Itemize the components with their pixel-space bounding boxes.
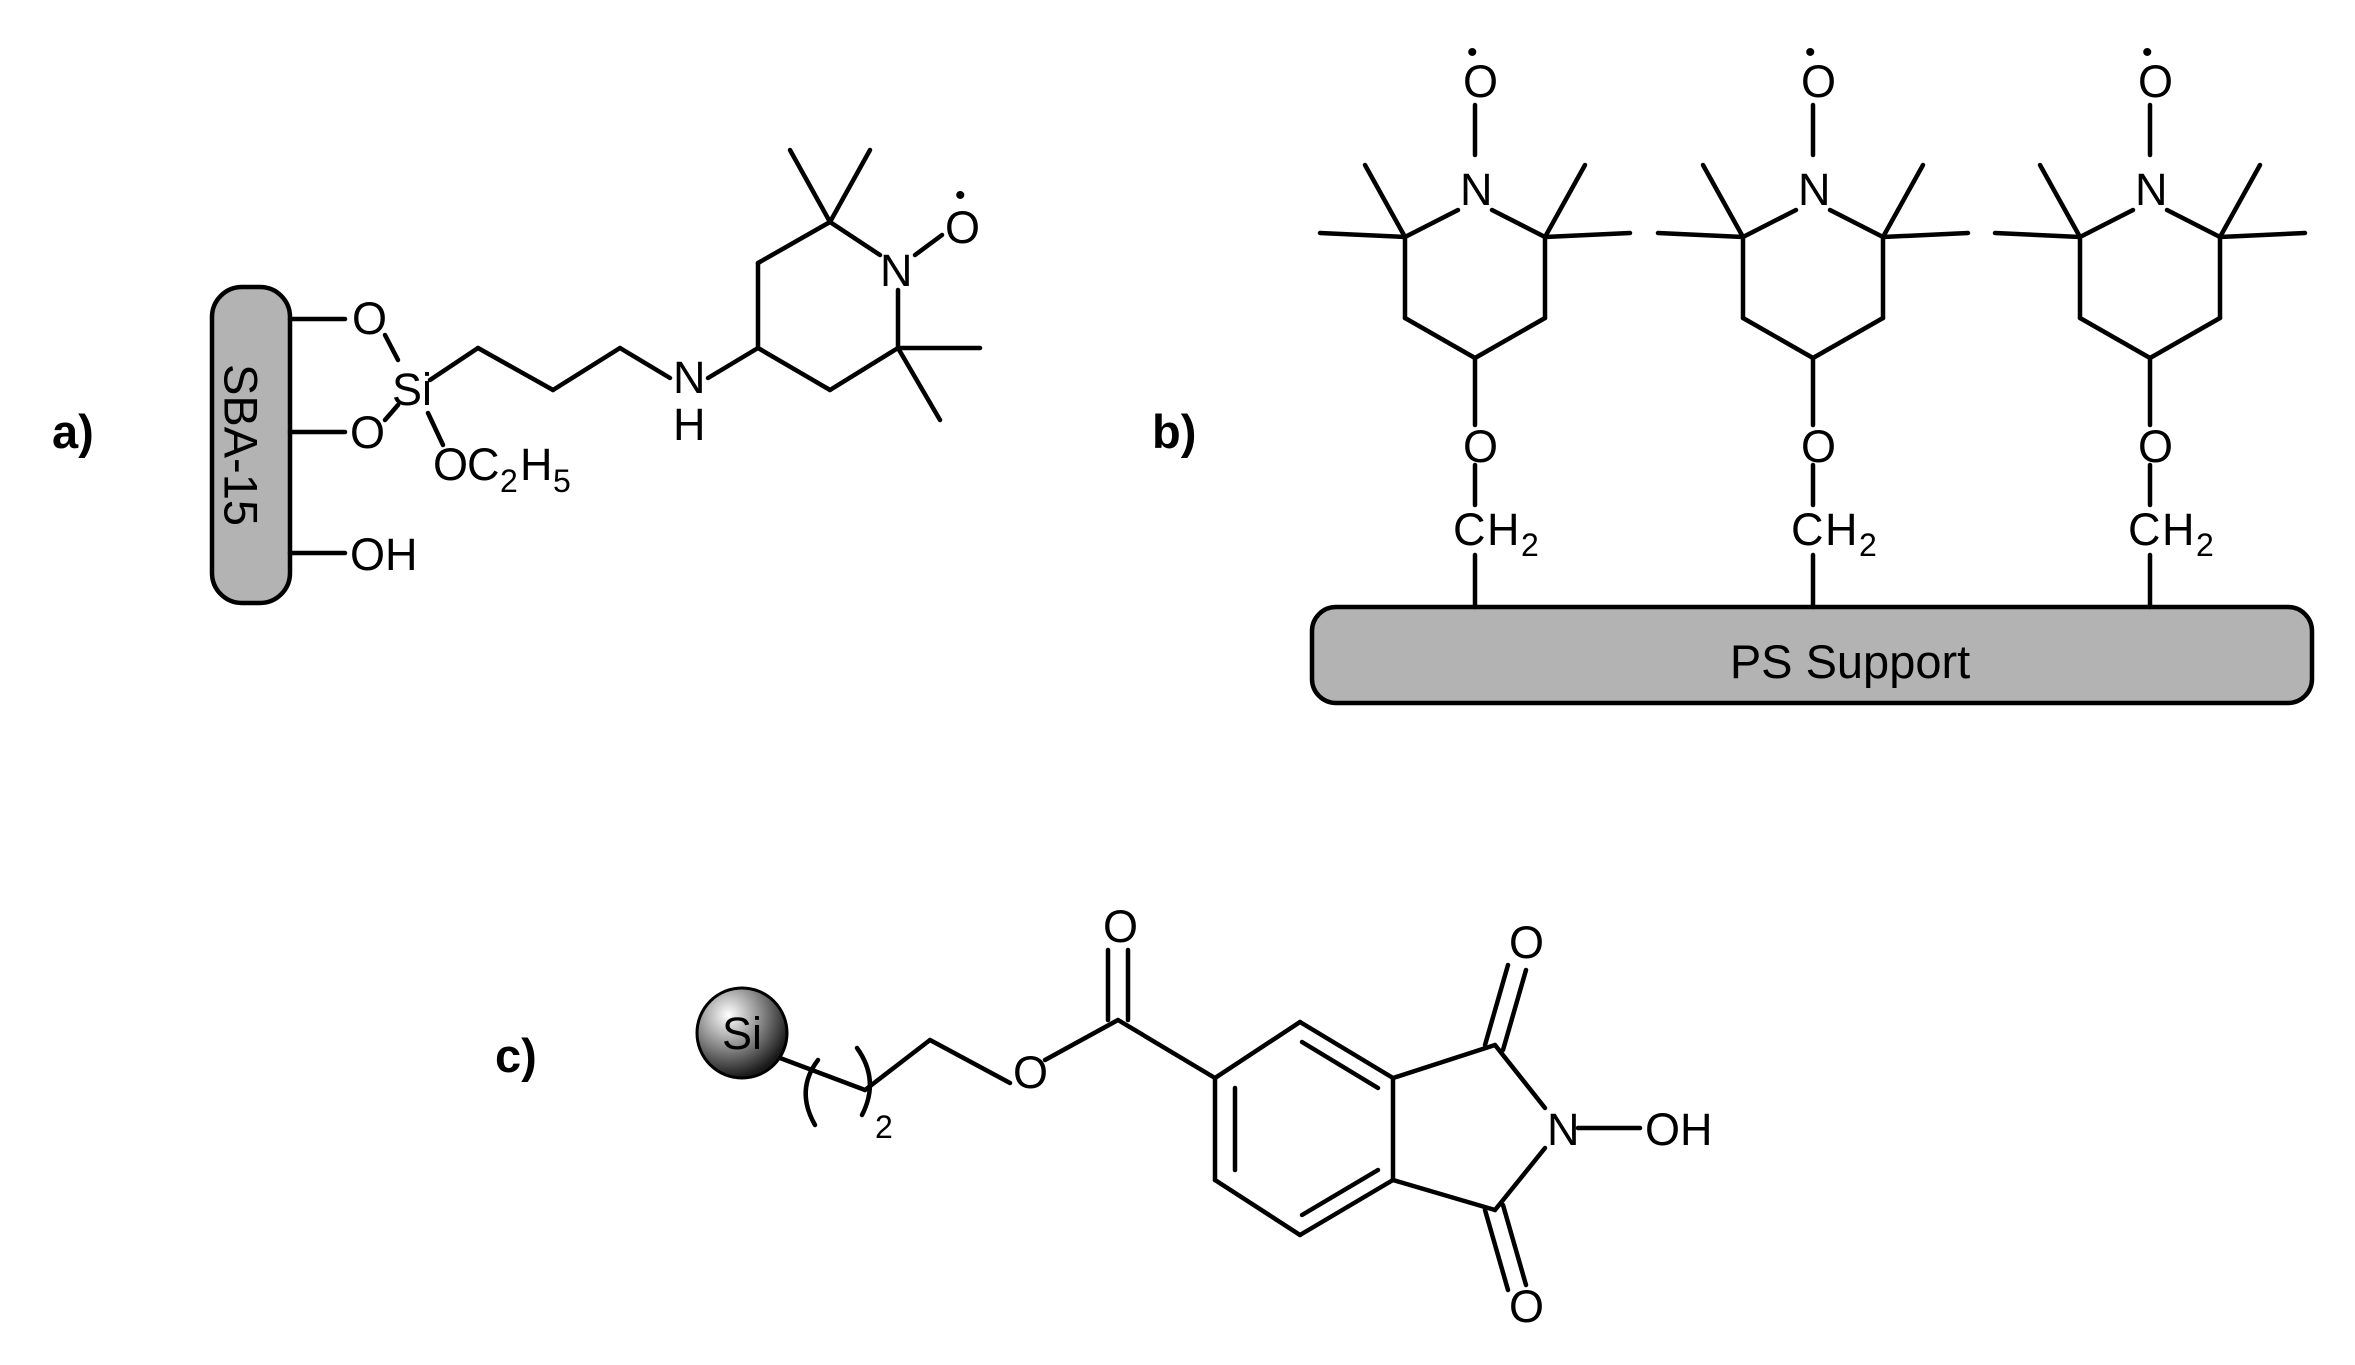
atom-o-top: O: [2138, 56, 2173, 107]
radical-dot-b1: •: [1467, 36, 1478, 69]
radical-dot-b2: •: [1805, 36, 1816, 69]
silica-sphere-label: Si: [722, 1008, 762, 1059]
atom-o-link: O: [1801, 421, 1836, 472]
panel-c: c) Si: [495, 901, 1713, 1332]
ch2-h: H: [2162, 504, 2195, 555]
ch2-subscript: 2: [2196, 527, 2214, 563]
atom-n: N: [1798, 164, 1831, 215]
atom-o-lower: O: [350, 407, 385, 458]
atom-o-upper: O: [352, 293, 387, 344]
tempo-unit-2: O • N O C H 2: [1655, 36, 1971, 610]
atom-n: N: [1460, 164, 1493, 215]
ch2-h: H: [1487, 504, 1520, 555]
tempo-unit-3: O • N O C H 2: [1992, 36, 2308, 610]
radical-dot-b3: •: [2142, 36, 2153, 69]
ch2-c: C: [1791, 504, 1824, 555]
panel-a-bonds: [287, 147, 983, 556]
atom-imide-n: N: [1547, 1104, 1580, 1155]
atom-o-top: O: [1801, 56, 1836, 107]
sba15-support: [209, 284, 293, 606]
panel-b-label: b): [1152, 405, 1196, 458]
panel-a: a) SBA-15: [52, 147, 983, 606]
atom-carbonyl-o: O: [1103, 901, 1138, 952]
tempo-unit-1-bonds: [1317, 102, 1633, 610]
ch2-c: C: [1453, 504, 1486, 555]
ethoxy-c-subscript: 2: [500, 463, 518, 499]
ch2-c: C: [2128, 504, 2161, 555]
atom-amine-n: N: [673, 352, 706, 403]
atom-o-top: O: [1463, 56, 1498, 107]
sba15-label: SBA-15: [215, 364, 268, 526]
atom-o-link: O: [1463, 421, 1498, 472]
silica-sphere: [695, 986, 789, 1080]
tempo-unit-2-bonds: [1655, 102, 1971, 610]
atom-n: N: [2135, 164, 2168, 215]
atom-imide-o-bottom: O: [1509, 1281, 1544, 1332]
atom-oh: OH: [350, 529, 418, 580]
radical-dot-a: •: [955, 179, 966, 212]
atom-nitroxyl-o: O: [945, 202, 980, 253]
ethoxy-h: H: [520, 439, 553, 490]
atom-amine-h: H: [673, 399, 706, 450]
atom-o-link: O: [2138, 421, 2173, 472]
ps-support-label: PS Support: [1730, 635, 1970, 688]
ch2-subscript: 2: [1859, 527, 1877, 563]
tempo-unit-3-bonds: [1992, 102, 2308, 610]
ethoxy-group: O C 2 H 5: [433, 439, 571, 499]
atom-hydroxyl: OH: [1645, 1104, 1713, 1155]
ch2-h: H: [1825, 504, 1858, 555]
panel-c-bonds: [777, 947, 1643, 1293]
atom-ester-o: O: [1013, 1047, 1048, 1098]
atom-si: Si: [392, 364, 432, 415]
panel-b: b) PS Support O • N: [1152, 36, 2315, 706]
ethoxy-c: C: [467, 439, 500, 490]
tempo-unit-1: O • N O C H 2: [1317, 36, 1633, 610]
panel-a-label: a): [52, 405, 94, 458]
atom-imide-o-top: O: [1509, 917, 1544, 968]
ch2-subscript: 2: [1521, 527, 1539, 563]
atom-nitroxyl-n: N: [880, 245, 913, 296]
ethoxy-h-subscript: 5: [553, 463, 571, 499]
repeat-unit-subscript: 2: [875, 1109, 893, 1145]
panel-c-label: c): [495, 1029, 537, 1082]
ethoxy-o: O: [433, 439, 468, 490]
